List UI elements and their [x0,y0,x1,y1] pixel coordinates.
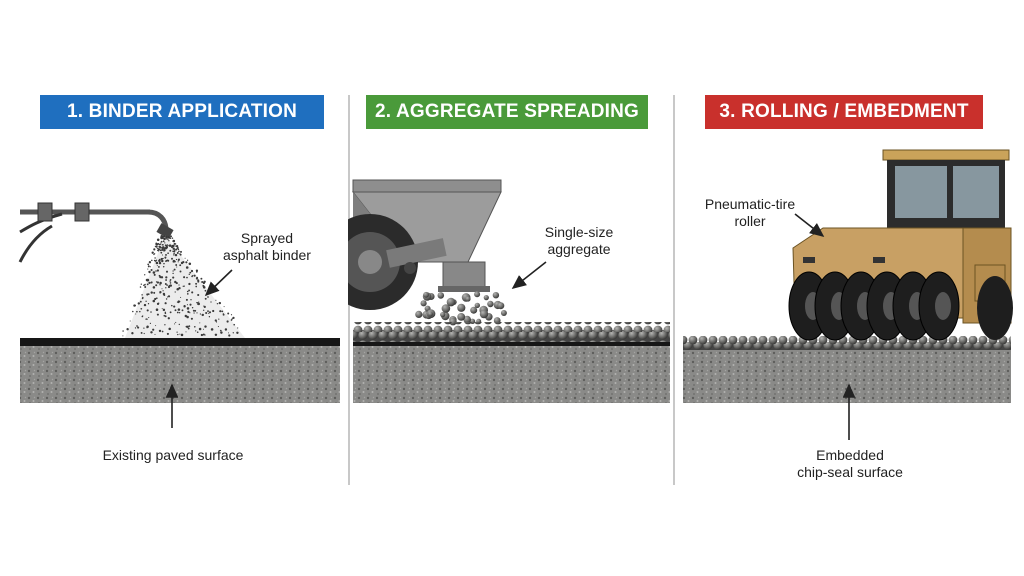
single-size-aggregate-label: Single-size aggregate [544,224,614,257]
binder-layer [353,342,670,346]
pneumatic-roller-label: Pneumatic-tire roller [704,196,796,229]
embedded-chip-seal-label: Embedded chip-seal surface [797,447,903,480]
step-3-panel: 3. ROLLING / EMBEDMENT Pneumatic-tire ro… [673,0,1024,576]
step-1-banner: 1. BINDER APPLICATION [40,95,324,129]
step-2-panel: 2. AGGREGATE SPREADING Single-size aggre… [348,0,673,576]
existing-pavement [20,346,340,403]
spray-wand-icon [18,202,174,263]
rolling-embedment-illustration [683,149,1013,440]
pneumatic-roller-icon [788,149,1013,341]
binder-layer [20,338,340,346]
divider-2 [673,95,675,485]
sprayed-binder-label: Sprayed asphalt binder [223,230,311,263]
step-1-panel: 1. BINDER APPLICATION Sprayed asphalt bi… [0,0,348,576]
existing-pavement [683,350,1011,403]
step-3-banner: 3. ROLLING / EMBEDMENT [705,95,983,129]
chip-seal-layer [683,342,1011,350]
existing-pavement [353,346,670,403]
step-2-banner: 2. AGGREGATE SPREADING [366,95,648,129]
aggregate-spreading-illustration [348,179,670,403]
binder-application-illustration [18,202,340,428]
existing-surface-label: Existing paved surface [102,447,244,463]
aggregate-spreader-icon [348,179,502,310]
aggregate-layer [353,330,670,342]
